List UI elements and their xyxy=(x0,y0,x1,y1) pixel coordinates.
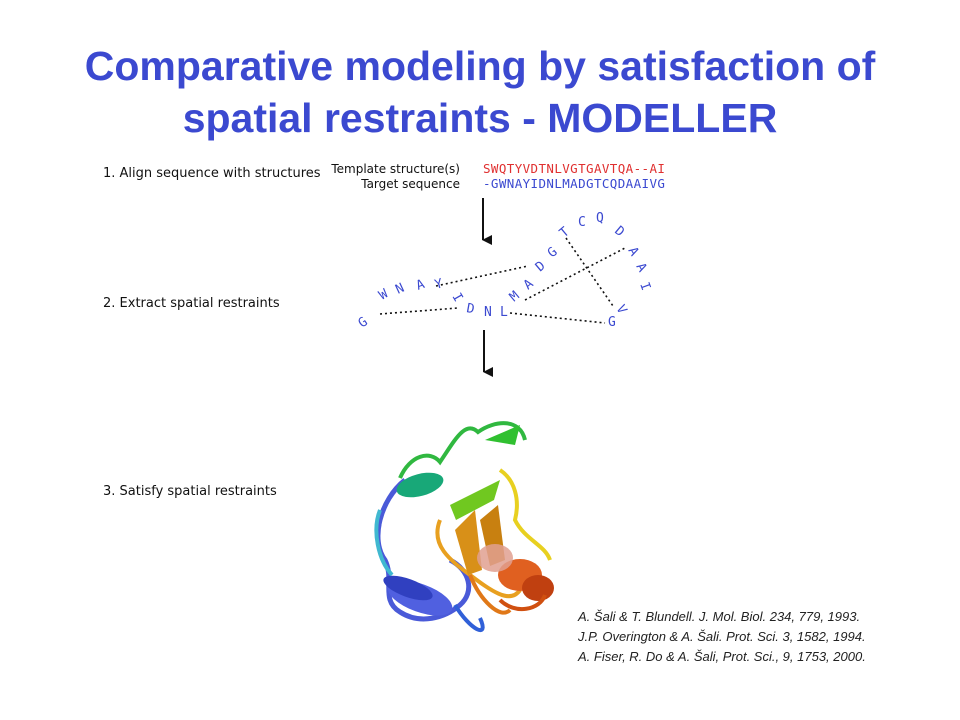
target-label: Target sequence xyxy=(361,177,460,191)
template-label: Template structure(s) xyxy=(331,162,460,176)
residue-label: Q xyxy=(596,211,604,226)
slide-title: Comparative modeling by satisfaction of … xyxy=(0,40,960,144)
residue-label: G xyxy=(608,315,616,330)
step-2-label: 2. Extract spatial restraints xyxy=(103,296,280,311)
residue-label: I xyxy=(449,291,466,305)
residue-label: A xyxy=(625,245,642,259)
residue-label: M xyxy=(507,288,523,305)
restraint-line-c-v xyxy=(565,237,614,307)
reference-2: J.P. Overington & A. Šali. Prot. Sci. 3,… xyxy=(578,629,866,644)
residue-label: G xyxy=(545,244,561,261)
residue-label: D xyxy=(533,258,549,275)
reference-3: A. Fiser, R. Do & A. Šali, Prot. Sci., 9… xyxy=(578,649,866,664)
title-line-2: spatial restraints - MODELLER xyxy=(182,95,778,141)
reference-1: A. Šali & T. Blundell. J. Mol. Biol. 234… xyxy=(578,609,861,624)
step-3-label: 3. Satisfy spatial restraints xyxy=(103,484,277,499)
title-line-1: Comparative modeling by satisfaction of xyxy=(84,43,876,89)
restraint-line-g-d xyxy=(379,307,459,315)
residue-label: Y xyxy=(433,276,445,293)
residue-label: W xyxy=(377,286,391,303)
residue-label: I xyxy=(636,280,653,292)
residue-label: D xyxy=(465,301,475,317)
residue-label: D xyxy=(611,224,627,241)
restraint-line-i-g xyxy=(435,265,529,287)
residue-label: G xyxy=(356,314,371,331)
restraint-lines xyxy=(379,237,626,324)
restraint-line-m-d xyxy=(524,247,626,301)
residue-label: C xyxy=(578,215,586,230)
template-sequence: SWQTYVDTNLVGTGAVTQA--AI xyxy=(483,161,666,176)
residue-label: T xyxy=(557,224,573,241)
residue-label: A xyxy=(521,276,537,293)
orange-strand xyxy=(455,510,482,575)
residue-label: L xyxy=(500,305,508,320)
residue-label: A xyxy=(414,277,427,294)
target-sequence: -GWNAYIDNLMADGTCQDAAIVG xyxy=(483,176,666,191)
protein-structure-image xyxy=(374,421,554,632)
residue-label: N xyxy=(484,305,492,320)
green-strand xyxy=(450,480,500,520)
step-1-label: 1. Align sequence with structures xyxy=(103,166,321,181)
residue-label: N xyxy=(393,281,406,298)
residue-label: A xyxy=(633,261,650,275)
teal-helix xyxy=(396,472,444,498)
restraint-line-n-g xyxy=(509,312,606,324)
